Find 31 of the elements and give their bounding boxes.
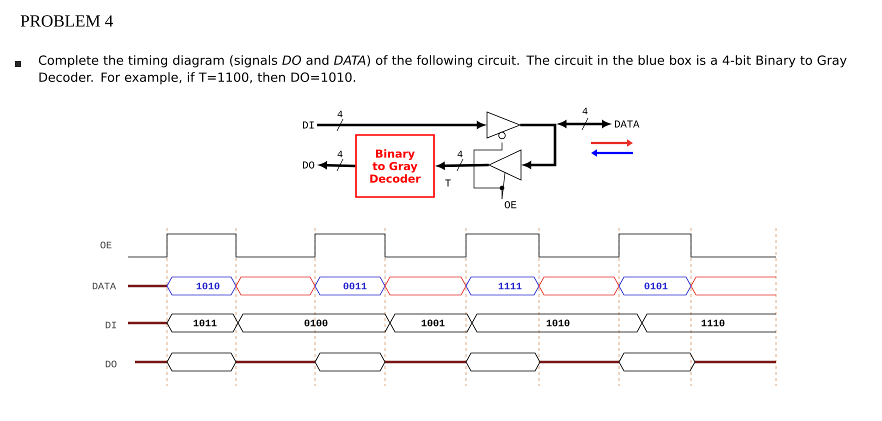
title: PROBLEM 4 xyxy=(20,15,113,27)
instruction-text: Complete the timing diagram (signals DO and DATA) of the following circuit. The circuit in the blue box is a 4-bit Binary to Gray Decoder. For example, if T=1100, then DO=1010. xyxy=(38,55,847,84)
signal-name: DATA xyxy=(92,282,116,290)
wire xyxy=(559,120,610,128)
bus-width: 4 xyxy=(458,150,462,158)
bus-width: 4 xyxy=(338,150,342,158)
wire xyxy=(520,124,556,169)
signal-label: DATA xyxy=(615,120,640,128)
wire xyxy=(474,142,502,200)
bus-value: 1111 xyxy=(498,282,522,290)
bus-value: 1011 xyxy=(194,320,217,326)
wire xyxy=(319,162,356,169)
bus-value: 0101 xyxy=(644,282,668,290)
bus-value: 1010 xyxy=(546,320,570,326)
signal-name: DI xyxy=(106,322,116,328)
bus-value: 0100 xyxy=(304,320,328,326)
signal-label: T xyxy=(445,180,451,186)
signal-label: OE xyxy=(504,201,516,208)
decoder-box: Binary to Gray Decoder xyxy=(355,134,435,198)
signal-label: DI xyxy=(303,122,314,128)
bus-value: 1010 xyxy=(196,282,220,290)
bus-width: 4 xyxy=(338,110,342,118)
wire xyxy=(437,162,489,170)
bus-value: 1110 xyxy=(702,320,724,326)
bus-width: 4 xyxy=(582,108,588,114)
wire xyxy=(317,121,484,129)
bus-value: 1001 xyxy=(422,320,445,326)
signal-name: OE xyxy=(100,242,112,248)
signal-name: DO xyxy=(106,360,116,368)
bus-value: 0011 xyxy=(344,282,367,290)
signal-label: DO xyxy=(303,161,314,169)
